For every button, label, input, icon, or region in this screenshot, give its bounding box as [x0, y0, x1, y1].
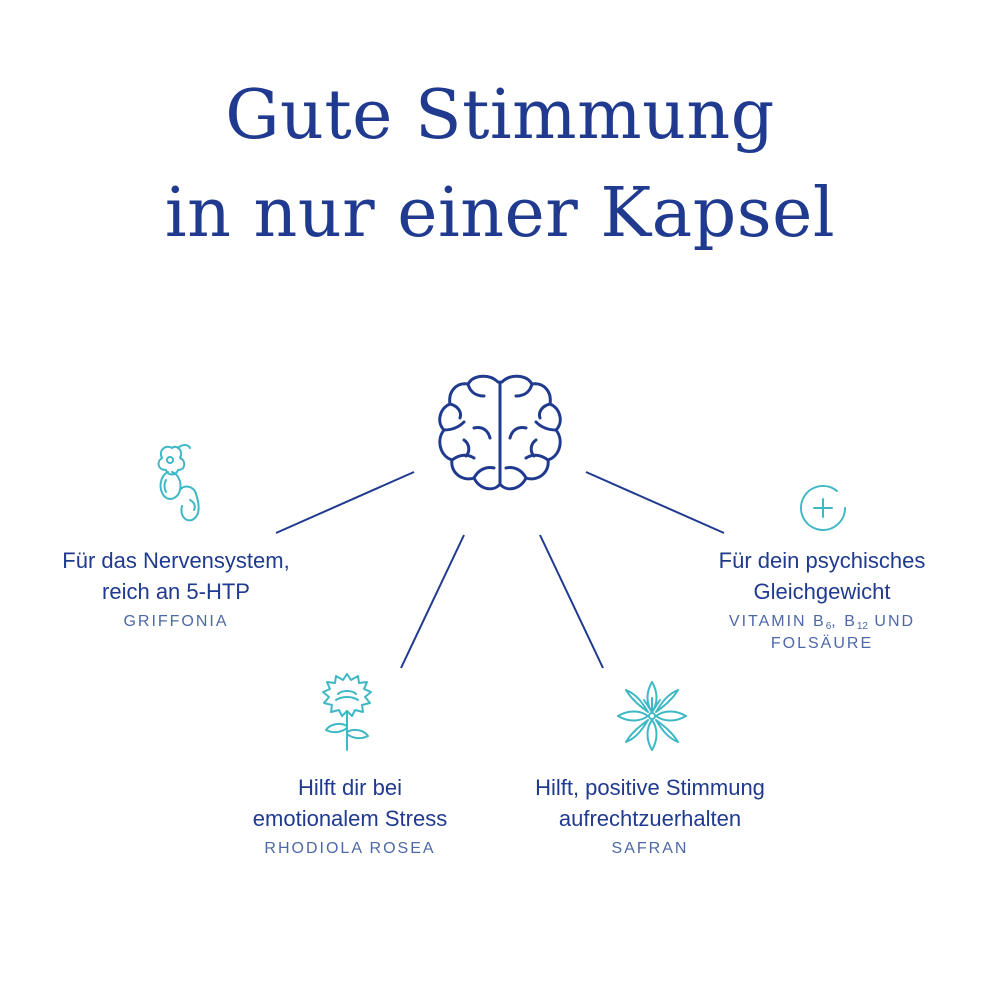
ingredient-vitamins-sub-2: 12: [856, 621, 868, 632]
plus-circle-icon: [800, 484, 846, 531]
rhodiola-flower-icon: [322, 673, 372, 751]
benefit-griffonia-line-2: reich an 5-HTP: [102, 579, 250, 604]
ingredient-rhodiola: RHODIOLA ROSEA: [264, 840, 436, 857]
benefit-griffonia: Für das Nervensystem, reich an 5-HTP GRI…: [26, 545, 326, 633]
benefit-safran-line-2: aufrechtzuerhalten: [558, 806, 742, 831]
ingredient-griffonia: GRIFFONIA: [123, 613, 229, 630]
page-title-line-2: in nur einer Kapsel: [164, 174, 836, 253]
benefit-rhodiola-line-1: Hilft dir bei: [298, 775, 402, 800]
connector-line-vitamin: [585, 471, 725, 534]
page-title-line-1: Gute Stimmung: [225, 76, 775, 155]
ingredient-vitamins-prefix: VITAMIN B: [728, 613, 826, 630]
benefit-safran-line-1: Hilft, positive Stimmung: [535, 775, 765, 800]
benefit-vitamins-line-1: Für dein psychisches: [718, 548, 926, 573]
connector-line-rhodiola: [400, 534, 465, 669]
griffonia-seed-icon: [157, 444, 200, 522]
benefit-griffonia-line-1: Für das Nervensystem,: [62, 548, 290, 573]
benefit-safran: Hilft, positive Stimmung aufrechtzuerhal…: [500, 772, 800, 860]
brain-icon: [438, 374, 562, 491]
ingredient-vitamins-mid: , B: [831, 613, 857, 630]
benefit-rhodiola-line-2: emotionalem Stress: [252, 806, 448, 831]
connector-line-griffonia: [275, 471, 415, 534]
saffron-flower-icon: [617, 681, 687, 751]
benefit-vitamins-line-2: Gleichgewicht: [753, 579, 891, 604]
benefit-rhodiola: Hilft dir bei emotionalem Stress RHODIOL…: [200, 772, 500, 860]
ingredient-vitamins-sub-1: 6: [825, 621, 832, 632]
ingredient-safran: SAFRAN: [611, 840, 689, 857]
ingredient-vitamins: VITAMIN B6, B12 UND: [672, 611, 972, 633]
ingredient-vitamins-suffix: UND: [867, 613, 916, 630]
benefit-vitamins: Für dein psychisches Gleichgewicht VITAM…: [672, 545, 972, 655]
ingredient-vitamins-line-2: FOLSÄURE: [770, 635, 874, 652]
connector-line-safran: [539, 534, 604, 669]
